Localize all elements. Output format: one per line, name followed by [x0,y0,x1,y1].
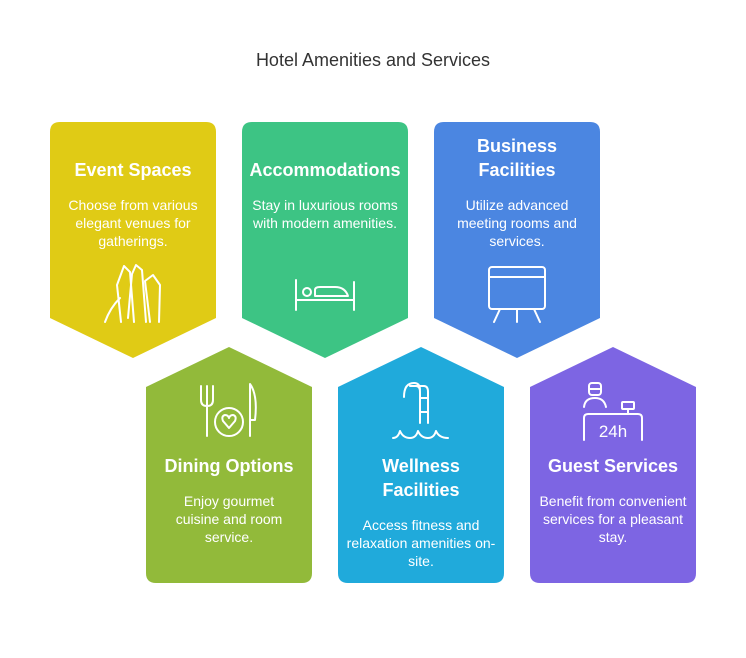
card-title: Business Facilities [476,136,558,180]
diagram-title: Hotel Amenities and Services [255,50,491,70]
card-text: Stay in luxurious rooms with modern amen… [252,197,398,231]
card-shape-guest-services [530,347,696,583]
card-shape-wellness-facilities [338,347,504,583]
card-shape-accommodations [242,122,408,358]
reception-24h-icon [583,382,643,441]
plate-cutlery-icon [200,383,257,437]
card-title: Guest Services [547,456,679,476]
card-text: Utilize advanced meeting rooms and servi… [457,197,577,249]
crystals-icon [104,264,161,323]
card-title: Dining Options [164,456,294,476]
reception-24h-label: 24h [599,422,627,441]
card-title: Accommodations [249,160,401,180]
card-title: Event Spaces [74,160,192,180]
card-dining-options: Dining Options Enjoy gourmet cuisine and… [146,454,312,546]
card-shape-business-facilities [434,122,600,358]
card-title: Wellness Facilities [382,456,460,500]
card-text: Access fitness and relaxation amenities … [346,517,496,569]
card-accommodations: Accommodations Stay in luxurious rooms w… [242,158,408,232]
card-shape-dining-options [146,347,312,583]
bed-icon [295,279,355,311]
card-shape-event-spaces [50,122,216,358]
presentation-board-icon [488,266,546,323]
pool-ladder-icon [392,382,449,439]
card-event-spaces: Event Spaces Choose from various elegant… [50,158,216,250]
card-text: Choose from various elegant venues for g… [68,197,198,249]
card-text: Enjoy gourmet cuisine and room service. [175,493,283,545]
card-wellness-facilities: Wellness Facilities Access fitness and r… [338,454,504,570]
card-business-facilities: Business Facilities Utilize advanced mee… [434,134,600,250]
card-guest-services: Guest Services Benefit from convenient s… [530,454,696,546]
card-text: Benefit from convenient services for a p… [539,493,687,545]
